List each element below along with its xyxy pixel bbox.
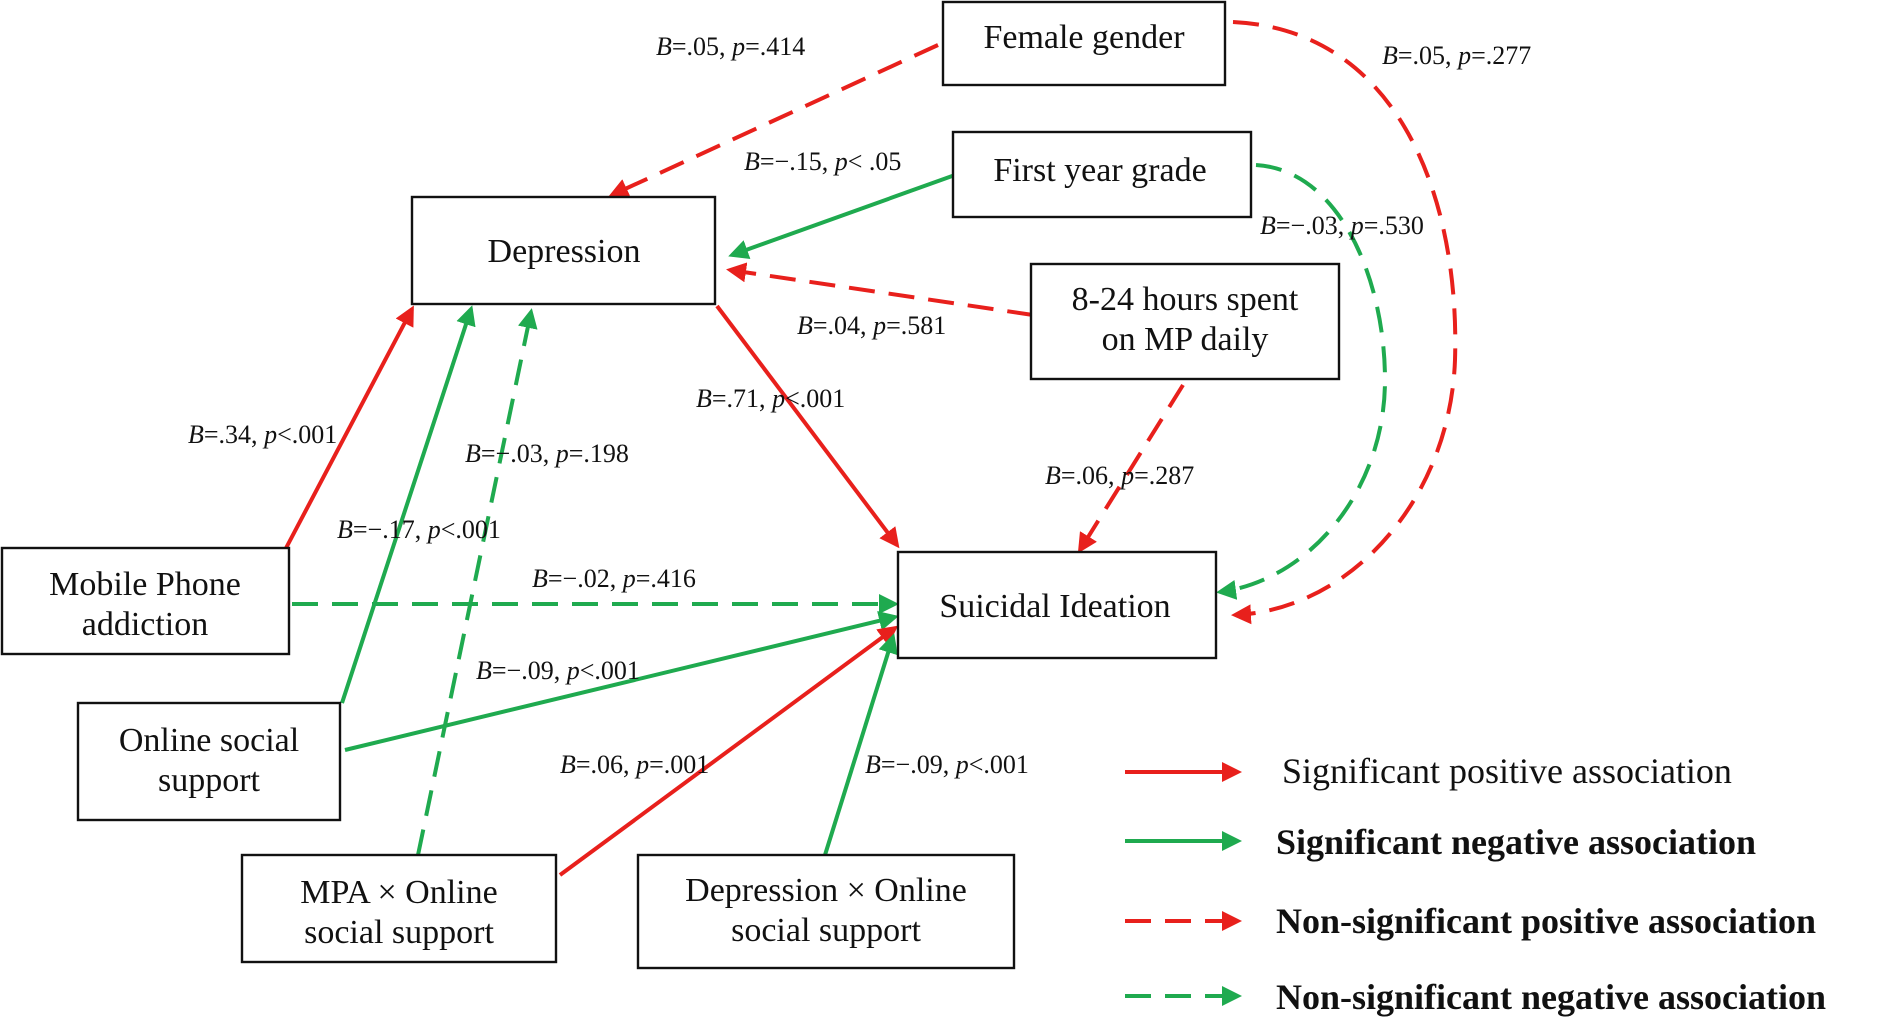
edge-mpa-to-depression [283,305,414,551]
node-mobile-phone-addiction: Mobile Phone addiction [0,546,291,656]
edge-label-female-to-depression: B=.05, p=.414 [656,32,805,61]
edge-label-firstyear-to-suicidal: B=−.03, p=.530 [1260,211,1424,240]
edge-labels: B=.05, p=.414 B=.05, p=.277 B=−.15, p< .… [188,32,1531,779]
edge-hours-to-suicidal [1077,383,1185,554]
edge-label-hours-to-depression: B=.04, p=.581 [797,311,946,340]
edges [283,20,1458,877]
legend-label: Non-significant positive association [1276,901,1816,941]
node-label-line1: MPA × Online [300,874,497,911]
edge-female-to-depression [608,43,939,198]
edge-label-firstyear-to-depression: B=−.15, p< .05 [744,147,901,176]
edge-label-hours-to-suicidal: B=.06, p=.287 [1045,461,1194,490]
edge-label-depxoss-to-suicidal: B=−.09, p<.001 [865,750,1029,779]
legend-label: Non-significant negative association [1276,977,1826,1017]
edge-oss-to-suicidal [344,611,899,752]
edge-oss-to-depression [340,305,476,704]
node-label-line1: Depression × Online [685,872,967,909]
node-label-line2: addiction [82,606,209,643]
edge-label-mpaxoss-to-depression: B=−.03, p=.198 [465,439,629,468]
node-label: Suicidal Ideation [939,588,1170,625]
node-depression-x-online-social-support: Depression × Online social support [636,853,1016,970]
legend-item-nonsignificant-positive: Non-significant positive association [1125,901,1816,941]
edge-firstyear-to-depression [728,173,956,260]
node-label-line2: support [158,762,261,799]
legend-label: Significant positive association [1282,751,1732,791]
edge-label-oss-to-suicidal: B=−.09, p<.001 [476,656,640,685]
edge-label-mpa-to-depression: B=.34, p<.001 [188,420,337,449]
edge-label-female-to-suicidal: B=.05, p=.277 [1382,41,1531,70]
edge-label-mpaxoss-to-suicidal: B=.06, p=.001 [560,750,709,779]
edge-label-mpa-to-suicidal: B=−.02, p=.416 [532,564,696,593]
node-first-year-grade: First year grade [951,130,1253,219]
node-label-line1: 8-24 hours spent [1072,281,1299,318]
edge-mpaxoss-to-depression [416,308,538,856]
node-label-line2: on MP daily [1102,321,1269,358]
node-depression: Depression [410,195,717,306]
legend-item-nonsignificant-negative: Non-significant negative association [1125,977,1826,1017]
legend: Significant positive association Signifi… [1125,751,1826,1017]
edge-mpaxoss-to-suicidal [558,625,899,877]
node-label: Depression [488,233,641,270]
edge-hours-to-depression [726,262,1034,317]
node-label: Female gender [983,19,1185,56]
node-online-social-support: Online social support [76,701,342,822]
node-label-line1: Mobile Phone [49,566,241,603]
legend-item-significant-negative: Significant negative association [1125,822,1756,862]
node-mpa-x-online-social-support: MPA × Online social support [240,853,558,964]
edge-depression-to-suicidal [715,304,900,549]
node-label-line2: social support [304,914,494,951]
node-label-line1: Online social [119,722,299,759]
node-hours-on-mp: 8-24 hours spent on MP daily [1029,262,1341,381]
node-label: First year grade [993,152,1206,189]
node-female-gender: Female gender [941,0,1227,87]
node-label-line2: social support [731,912,921,949]
edge-female-to-suicidal [1231,20,1458,625]
legend-label: Significant negative association [1276,822,1756,862]
edge-label-oss-to-depression: B=−.17, p<.001 [337,515,501,544]
node-suicidal-ideation: Suicidal Ideation [896,550,1218,660]
legend-item-significant-positive: Significant positive association [1125,751,1732,791]
edge-label-depression-to-suicidal: B=.71, p<.001 [696,384,845,413]
edge-depxoss-to-suicidal [823,633,898,856]
